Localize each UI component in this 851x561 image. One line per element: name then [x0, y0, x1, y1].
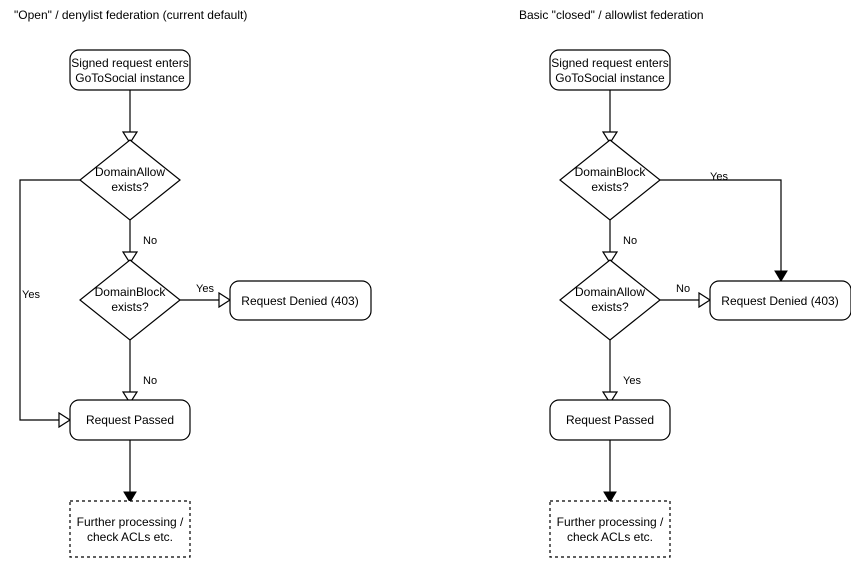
arrowhead-solid-icon — [123, 491, 137, 503]
request-passed-label: Request Passed — [566, 413, 654, 427]
entry-label-line2: GoToSocial instance — [75, 71, 185, 85]
domainblock-label-line1: DomainBlock — [95, 285, 167, 299]
edge-domainblock-no-to-domainallow-right: No — [601, 220, 637, 265]
edge-domainblock-yes-to-denied-right: Yes — [660, 171, 788, 282]
further-processing-label-line2: check ACLs etc. — [87, 530, 173, 544]
node-entry-left: Signed request enters GoToSocial instanc… — [69, 49, 191, 91]
node-request-passed-left: Request Passed — [69, 399, 191, 441]
domainallow-label-line1: DomainAllow — [95, 165, 165, 179]
request-passed-label: Request Passed — [86, 413, 174, 427]
edge-label-domainallow-yes: Yes — [623, 375, 641, 387]
node-request-denied-right: Request Denied (403) — [709, 280, 851, 321]
arrowhead-open-icon — [601, 251, 619, 265]
arrowhead-open-icon — [58, 411, 72, 429]
arrowhead-open-icon — [121, 131, 139, 145]
edge-label-domainallow-no: No — [676, 283, 690, 295]
arrowhead-open-icon — [218, 291, 232, 309]
node-entry-right: Signed request enters GoToSocial instanc… — [549, 49, 671, 91]
arrowhead-open-icon — [601, 391, 619, 405]
panel-open-denylist: "Open" / denylist federation (current de… — [14, 8, 372, 558]
panel-closed-allowlist: Basic "closed" / allowlist federation Si… — [519, 8, 851, 558]
edge-label-domainblock-no: No — [143, 375, 157, 387]
edge-entry-to-domainblock-right — [601, 90, 619, 145]
further-processing-box-shape — [69, 500, 191, 558]
request-denied-label: Request Denied (403) — [721, 294, 838, 308]
domainblock-label-line1: DomainBlock — [575, 165, 647, 179]
request-denied-box-shape — [229, 280, 372, 321]
entry-label-line1: Signed request enters — [71, 56, 188, 70]
edge-domainblock-no-to-passed: No — [121, 340, 157, 405]
request-denied-box-shape — [709, 280, 851, 321]
edge-label-domainallow-no: No — [143, 235, 157, 247]
node-request-passed-right: Request Passed — [549, 399, 671, 441]
edge-domainallow-yes-to-passed-right: Yes — [601, 340, 641, 405]
arrowhead-open-icon — [601, 131, 619, 145]
edge-label-domainallow-yes: Yes — [22, 289, 40, 301]
edge-domainallow-no-to-denied-right: No — [660, 283, 712, 309]
entry-label-line2: GoToSocial instance — [555, 71, 665, 85]
edge-label-domainblock-yes: Yes — [710, 171, 728, 183]
edge-entry-to-domainallow — [121, 90, 139, 145]
node-decision-domainblock-left: DomainBlock exists? — [79, 259, 181, 341]
request-denied-label: Request Denied (403) — [241, 294, 358, 308]
domainallow-label-line1: DomainAllow — [575, 285, 645, 299]
node-request-denied-left: Request Denied (403) — [229, 280, 372, 321]
further-processing-box-shape — [549, 500, 671, 558]
node-further-processing-left: Further processing / check ACLs etc. — [69, 500, 191, 558]
edge-label-domainblock-no: No — [623, 235, 637, 247]
further-processing-label-line1: Further processing / — [77, 515, 184, 529]
domainallow-label-line2: exists? — [111, 180, 149, 194]
edge-domainallow-no-to-domainblock: No — [121, 220, 157, 265]
arrowhead-open-icon — [121, 391, 139, 405]
panel-title-closed-allowlist: Basic "closed" / allowlist federation — [519, 8, 704, 22]
further-processing-label-line2: check ACLs etc. — [567, 530, 653, 544]
node-decision-domainallow-left: DomainAllow exists? — [79, 139, 181, 221]
arrowhead-open-icon — [121, 251, 139, 265]
edge-label-domainblock-yes: Yes — [196, 283, 214, 295]
arrowhead-solid-icon — [603, 491, 617, 503]
edge-domainallow-yes-to-passed: Yes — [19, 179, 80, 429]
further-processing-label-line1: Further processing / — [557, 515, 664, 529]
edge-domainblock-yes-to-denied: Yes — [180, 283, 232, 309]
node-further-processing-right: Further processing / check ACLs etc. — [549, 500, 671, 558]
edge-passed-to-further-left — [123, 440, 137, 503]
node-decision-domainblock-right: DomainBlock exists? — [559, 139, 661, 221]
domainallow-label-line2: exists? — [591, 300, 629, 314]
node-decision-domainallow-right: DomainAllow exists? — [559, 259, 661, 341]
arrowhead-solid-icon — [774, 270, 788, 282]
domainblock-label-line2: exists? — [591, 180, 629, 194]
entry-label-line1: Signed request enters — [551, 56, 668, 70]
arrowhead-open-icon — [698, 291, 712, 309]
domainblock-label-line2: exists? — [111, 300, 149, 314]
panel-title-open-denylist: "Open" / denylist federation (current de… — [14, 8, 247, 22]
edge-passed-to-further-right — [603, 440, 617, 503]
